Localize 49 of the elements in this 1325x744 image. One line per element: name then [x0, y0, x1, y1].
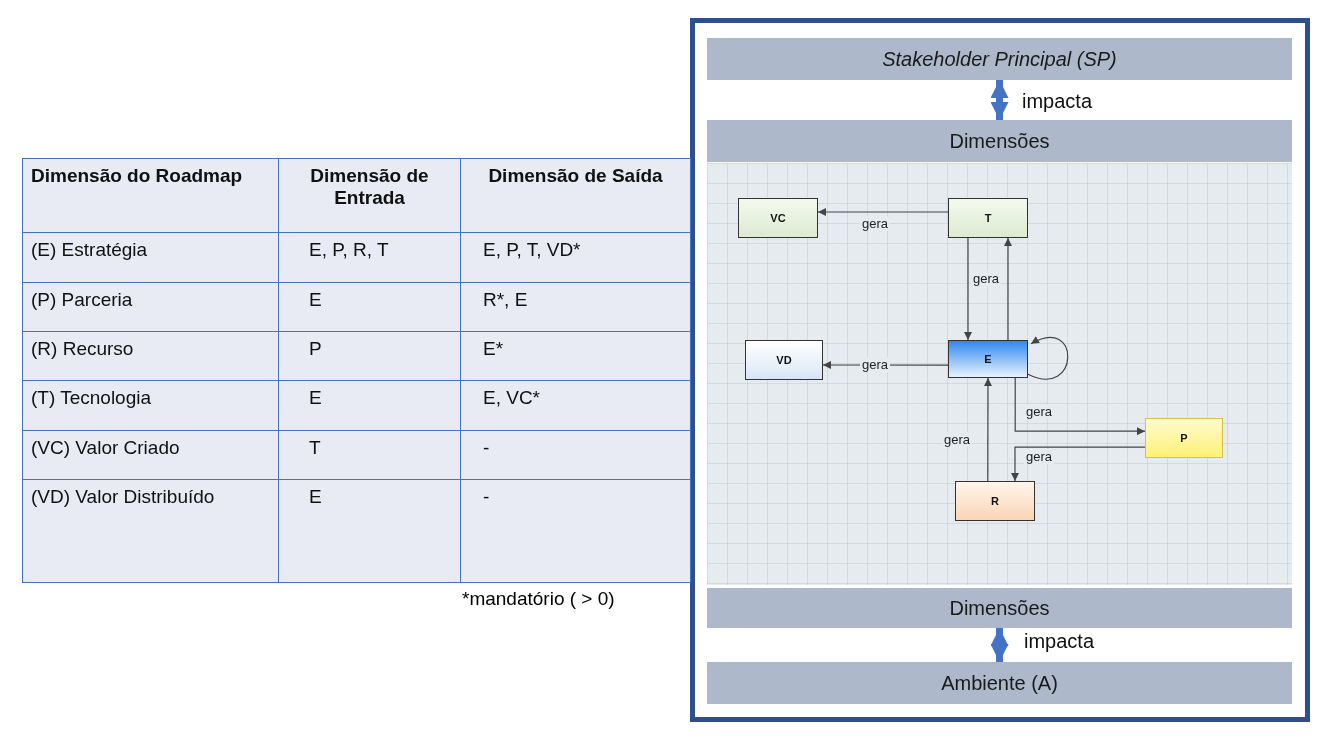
arrow: [984, 377, 992, 482]
process-box: P: [1145, 418, 1223, 458]
table-cell: E, P, T, VD*: [460, 232, 691, 283]
process-box: T: [948, 198, 1028, 238]
table-cell: -: [460, 430, 691, 480]
table-cell: E: [278, 380, 461, 431]
edge-label: gera: [860, 357, 891, 372]
edge-label: gera: [971, 271, 1002, 286]
process-box: R: [955, 481, 1035, 521]
edge-label: impacta: [1020, 90, 1095, 113]
double-arrow: [990, 628, 1009, 662]
table-cell: E, P, R, T: [278, 232, 461, 283]
edge-label: gera: [1024, 404, 1055, 419]
table-cell: (VD) Valor Distribuído: [22, 479, 279, 583]
table-cell: T: [278, 430, 461, 480]
edge-label: gera: [860, 216, 891, 231]
double-arrow: [990, 80, 1009, 120]
arrow: [964, 237, 972, 341]
header-band: Stakeholder Principal (SP): [707, 38, 1292, 80]
edge-label: impacta: [1022, 630, 1097, 653]
table-cell: P: [278, 331, 461, 381]
arrow: [1014, 377, 1146, 436]
edge-label: gera: [1024, 449, 1055, 464]
process-box: VC: [738, 198, 818, 238]
process-box: VD: [745, 340, 823, 380]
table-cell: E: [278, 282, 461, 332]
edge-label: gera: [942, 432, 973, 447]
table-cell: (P) Parceria: [22, 282, 279, 332]
footnote: *mandatório ( > 0): [462, 588, 615, 610]
header-band: Dimensões: [707, 120, 1292, 162]
table-cell: (VC) Valor Criado: [22, 430, 279, 480]
arrow: [1004, 237, 1012, 341]
table-cell: E*: [460, 331, 691, 381]
table-cell: (R) Recurso: [22, 331, 279, 381]
process-box: E: [948, 340, 1028, 378]
loop-arrow: [1027, 336, 1069, 380]
table-cell: (T) Tecnologia: [22, 380, 279, 431]
table-cell: E, VC*: [460, 380, 691, 431]
table-cell: (E) Estratégia: [22, 232, 279, 283]
footer-band: Dimensões: [707, 588, 1292, 628]
header-cell: Dimensão do Roadmap: [22, 158, 279, 233]
header-cell: Dimensão de Saída: [460, 158, 691, 233]
table-cell: -: [460, 479, 691, 583]
arrow: [1011, 446, 1146, 482]
table-cell: R*, E: [460, 282, 691, 332]
header-cell: Dimensão de Entrada: [278, 158, 461, 233]
footer-band: Ambiente (A): [707, 662, 1292, 704]
arrow: [817, 208, 949, 216]
table-cell: E: [278, 479, 461, 583]
